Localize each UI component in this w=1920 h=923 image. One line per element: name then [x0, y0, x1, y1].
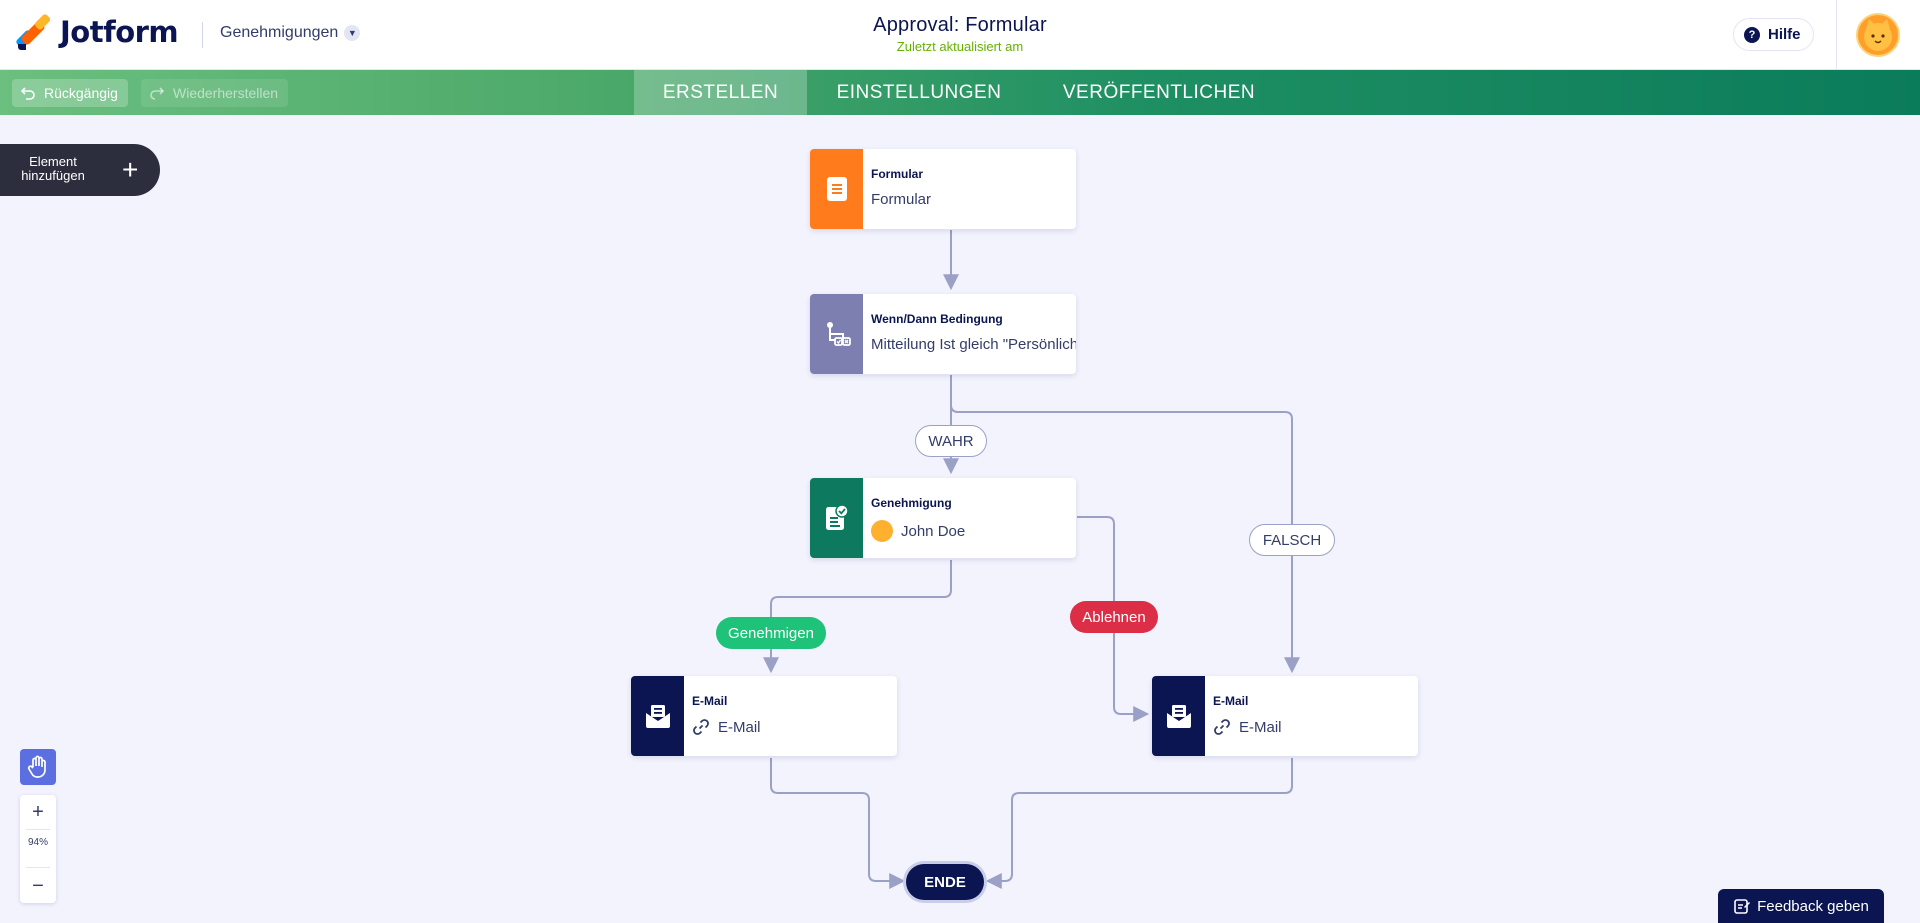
- node-text: E-Mail: [1213, 718, 1418, 736]
- question-icon: ?: [1744, 26, 1760, 43]
- avatar[interactable]: [1856, 13, 1900, 57]
- false-branch-label[interactable]: FALSCH: [1249, 524, 1335, 556]
- feedback-label: Feedback geben: [1757, 897, 1869, 915]
- plus-icon: +: [122, 154, 139, 185]
- form-icon: [810, 149, 863, 229]
- builder-navbar: Rückgängig Wiederherstellen ERSTELLEN EI…: [0, 70, 1920, 115]
- zoom-controls: + 94% −: [20, 795, 56, 903]
- node-title: Genehmigung: [871, 496, 952, 510]
- approval-icon: [810, 478, 863, 558]
- top-header: Jotform Genehmigungen ▼ Approval: Formul…: [0, 0, 1920, 70]
- flow-node-form[interactable]: Formular Formular: [810, 149, 1076, 229]
- jotform-logo[interactable]: Jotform: [15, 13, 179, 50]
- email-icon: [1152, 676, 1205, 756]
- tab-erstellen[interactable]: ERSTELLEN: [634, 70, 807, 115]
- true-branch-label[interactable]: WAHR: [915, 425, 987, 457]
- node-text: Mitteilung Ist gleich "Persönlich": [871, 336, 1076, 353]
- add-element-label: Element hinzufügen: [21, 154, 85, 183]
- undo-button[interactable]: Rückgängig: [12, 79, 128, 107]
- flow-node-approval[interactable]: Genehmigung John Doe: [810, 478, 1076, 558]
- email-icon: [631, 676, 684, 756]
- link-icon: [693, 719, 709, 735]
- flow-node-condition[interactable]: Wenn/Dann Bedingung Mitteilung Ist gleic…: [810, 294, 1076, 374]
- flow-canvas[interactable]: Formular Formular Wenn/Dann Bedingung Mi…: [0, 115, 1920, 923]
- redo-button[interactable]: Wiederherstellen: [141, 79, 289, 107]
- feedback-icon: [1734, 899, 1751, 914]
- help-label: Hilfe: [1768, 26, 1801, 43]
- zoom-in-button[interactable]: +: [32, 800, 44, 823]
- title-block: Approval: Formular Zuletzt aktualisiert …: [0, 14, 1920, 54]
- zoom-level: 94%: [27, 837, 48, 848]
- node-title: E-Mail: [1213, 694, 1249, 708]
- redo-label: Wiederherstellen: [173, 85, 279, 101]
- node-text-value: Mitteilung Ist gleich "Persönlich": [871, 336, 1076, 353]
- brand-name: Jotform: [60, 15, 179, 49]
- tab-einstellungen[interactable]: EINSTELLUNGEN: [836, 81, 1002, 103]
- node-text: Formular: [871, 191, 1076, 208]
- node-text-value: Formular: [871, 191, 932, 208]
- header-divider-right: [1836, 0, 1837, 70]
- node-text: John Doe: [871, 520, 1076, 542]
- page-title: Approval: Formular: [873, 14, 1047, 36]
- branch-icon: [810, 294, 863, 374]
- reject-branch-label[interactable]: Ablehnen: [1070, 601, 1158, 633]
- last-updated-text: Zuletzt aktualisiert am: [896, 39, 1024, 54]
- node-text-value: John Doe: [901, 522, 966, 540]
- redo-icon: [150, 87, 165, 100]
- feedback-button[interactable]: Feedback geben: [1718, 889, 1884, 923]
- undo-icon: [20, 87, 35, 100]
- node-title: Wenn/Dann Bedingung: [871, 312, 1003, 326]
- help-button[interactable]: ? Hilfe: [1733, 18, 1814, 51]
- jotform-logo-icon: [15, 13, 52, 50]
- zoom-out-button[interactable]: −: [32, 874, 44, 897]
- node-title: E-Mail: [692, 694, 728, 708]
- node-text-value: E-Mail: [718, 718, 761, 736]
- approve-branch-label[interactable]: Genehmigen: [716, 617, 826, 649]
- end-node[interactable]: ENDE: [906, 864, 984, 900]
- add-element-button[interactable]: Element hinzufügen +: [0, 144, 160, 196]
- user-avatar-icon: [871, 520, 893, 542]
- pan-tool-button[interactable]: [20, 749, 56, 785]
- header-divider: [202, 22, 203, 48]
- undo-label: Rückgängig: [44, 85, 118, 101]
- cat-avatar-icon: [1864, 19, 1892, 51]
- chevron-down-icon: ▼: [344, 25, 361, 41]
- link-icon: [1214, 719, 1230, 735]
- node-text: E-Mail: [692, 718, 897, 736]
- flow-node-email-reject[interactable]: E-Mail E-Mail: [1152, 676, 1418, 756]
- flow-node-email-approve[interactable]: E-Mail E-Mail: [631, 676, 897, 756]
- tab-veroeffentlichen[interactable]: VERÖFFENTLICHEN: [1062, 81, 1256, 103]
- node-text-value: E-Mail: [1239, 718, 1282, 736]
- approvals-dropdown-label: Genehmigungen: [220, 24, 339, 41]
- approvals-dropdown[interactable]: Genehmigungen ▼: [220, 24, 361, 42]
- node-title: Formular: [871, 167, 924, 181]
- hand-icon: [27, 755, 46, 778]
